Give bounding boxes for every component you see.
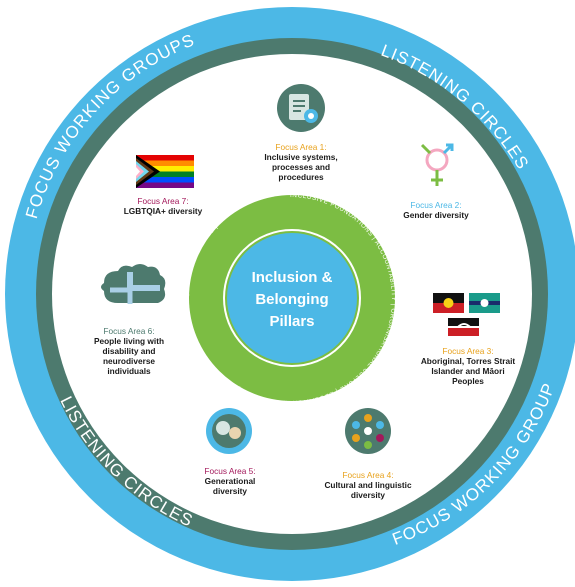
focus-area-7-desc: LGBTQIA+ diversity xyxy=(123,206,203,216)
center-disc xyxy=(227,233,357,363)
focus-area-6-title: Focus Area 6: xyxy=(103,326,155,336)
indigenous-flags-icon xyxy=(433,293,500,336)
focus-area-5-desc: Generational diversity xyxy=(204,476,256,496)
focus-area-6: Focus Area 6: People living with disabil… xyxy=(84,326,174,376)
center-title-line2: Belonging xyxy=(255,291,328,308)
gender-symbol-icon xyxy=(420,143,454,186)
focus-area-2: Focus Area 2: Gender diversity xyxy=(396,200,476,220)
document-gear-icon xyxy=(277,84,325,132)
focus-area-6-desc: People living with disability and neurod… xyxy=(93,336,165,376)
focus-area-7: Focus Area 7: LGBTQIA+ diversity xyxy=(108,196,218,216)
brain-puzzle-icon xyxy=(101,264,166,304)
people-circle-icon xyxy=(345,408,391,454)
pillar-ring-inner-line xyxy=(223,229,361,367)
focus-area-4-title: Focus Area 4: xyxy=(342,470,394,480)
focus-area-4: Focus Area 4: Cultural and linguistic di… xyxy=(320,470,416,500)
focus-area-1-title: Focus Area 1: xyxy=(275,142,327,152)
focus-area-1-desc: Inclusive systems, processes and procedu… xyxy=(264,152,338,182)
focus-area-3-desc: Aboriginal, Torres Strait Islander and M… xyxy=(420,356,516,386)
focus-area-5-title: Focus Area 5: xyxy=(204,466,256,476)
generations-icon xyxy=(206,408,252,454)
pride-flag-icon xyxy=(136,155,194,188)
focus-area-5: Focus Area 5: Generational diversity xyxy=(190,466,270,496)
center-title-line3: Pillars xyxy=(269,313,314,330)
focus-area-4-desc: Cultural and linguistic diversity xyxy=(324,480,412,500)
focus-area-1: Focus Area 1: Inclusive systems, process… xyxy=(236,142,366,182)
focus-area-3: Focus Area 3: Aboriginal, Torres Strait … xyxy=(418,346,518,386)
focus-area-7-title: Focus Area 7: xyxy=(137,196,189,206)
focus-area-3-title: Focus Area 3: xyxy=(442,346,494,356)
center-title-line1: Inclusion & xyxy=(252,269,333,286)
focus-area-2-title: Focus Area 2: xyxy=(410,200,462,210)
focus-area-2-desc: Gender diversity xyxy=(403,210,469,220)
